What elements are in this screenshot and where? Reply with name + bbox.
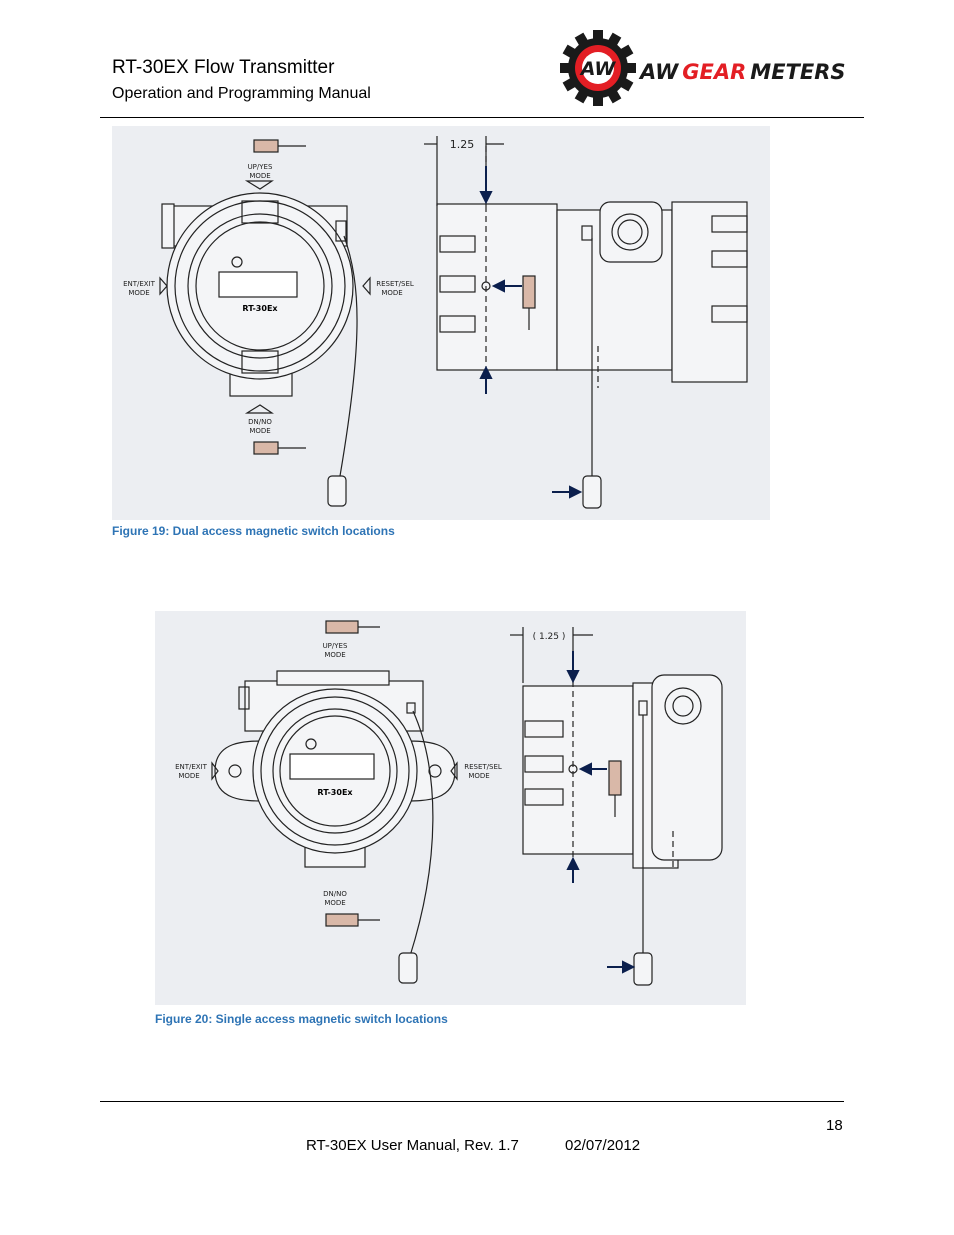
logo-badge-text: AW — [579, 58, 617, 80]
front-view: RT-30Ex — [214, 670, 456, 868]
up-mode-label: UP/YES — [323, 642, 348, 650]
logo-word-aw: AW — [638, 60, 679, 84]
right-mode-arrow — [362, 276, 371, 296]
side-view — [436, 146, 748, 509]
footer-divider — [100, 1101, 844, 1102]
right-mode-sublabel: MODE — [381, 289, 402, 297]
footer-manual-revision: RT-30EX User Manual, Rev. 1.7 — [306, 1137, 519, 1154]
right-mode-sublabel: MODE — [468, 772, 489, 780]
left-mode-label: ENT/EXIT — [123, 280, 156, 288]
right-mode-label: RESET/SEL — [376, 280, 414, 288]
down-mode-label: DN/NO — [248, 418, 272, 426]
up-mode-label: UP/YES — [248, 163, 273, 171]
display-model-label: RT-30Ex — [317, 788, 353, 797]
left-mode-sublabel: MODE — [178, 772, 199, 780]
figure-19-caption: Figure 19: Dual access magnetic switch l… — [112, 524, 395, 538]
dimension-marker: ( 1.25 ) — [510, 627, 593, 683]
left-mode-arrow — [211, 761, 219, 781]
left-mode-label: ENT/EXIT — [175, 763, 208, 771]
down-mode-sublabel: MODE — [324, 899, 345, 907]
display-model-label: RT-30Ex — [242, 304, 278, 313]
page-number: 18 — [826, 1117, 843, 1134]
tether-cord — [339, 235, 358, 477]
dimension-marker: 1.25 — [424, 136, 504, 206]
magnet-wand — [327, 475, 347, 507]
footer-date: 02/07/2012 — [565, 1137, 641, 1154]
magnet-probe-down — [325, 913, 380, 927]
left-mode-arrow — [159, 276, 168, 296]
magnet-wand — [398, 952, 418, 984]
right-mode-arrow — [450, 761, 458, 781]
right-mode-label: RESET/SEL — [464, 763, 502, 771]
header-divider — [100, 117, 864, 118]
figure-20-drawing: RT-30Ex UP/YES MODE DN/NO MODE ENT/EXIT … — [155, 611, 746, 1005]
figure-20-caption: Figure 20: Single access magnetic switch… — [155, 1012, 448, 1026]
up-mode-sublabel: MODE — [324, 651, 345, 659]
left-mode-sublabel: MODE — [128, 289, 149, 297]
down-mode-label: DN/NO — [323, 890, 347, 898]
gear-aw-logo-icon: AW — [560, 30, 636, 106]
magnet-probe-up — [325, 620, 380, 634]
down-mode-arrow — [244, 404, 274, 414]
magnet-probe-down — [253, 441, 306, 455]
document-title: RT-30EX Flow Transmitter — [112, 57, 335, 78]
down-mode-sublabel: MODE — [249, 427, 270, 435]
dimension-label: ( 1.25 ) — [533, 632, 566, 642]
up-mode-sublabel: MODE — [249, 172, 270, 180]
logo-word-meters: METERS — [750, 60, 845, 84]
up-mode-arrow — [244, 180, 274, 190]
dimension-label: 1.25 — [450, 138, 475, 151]
side-view — [522, 651, 723, 986]
logo-word-gear: GEAR — [682, 60, 746, 84]
front-view: RT-30Ex — [161, 192, 354, 397]
magnet-probe-up — [253, 139, 306, 153]
document-subtitle: Operation and Programming Manual — [112, 85, 371, 102]
tether-cord — [409, 710, 434, 957]
figure-19-drawing: RT-30Ex UP/YES MODE DN/NO MODE ENT/EXIT … — [112, 126, 770, 520]
